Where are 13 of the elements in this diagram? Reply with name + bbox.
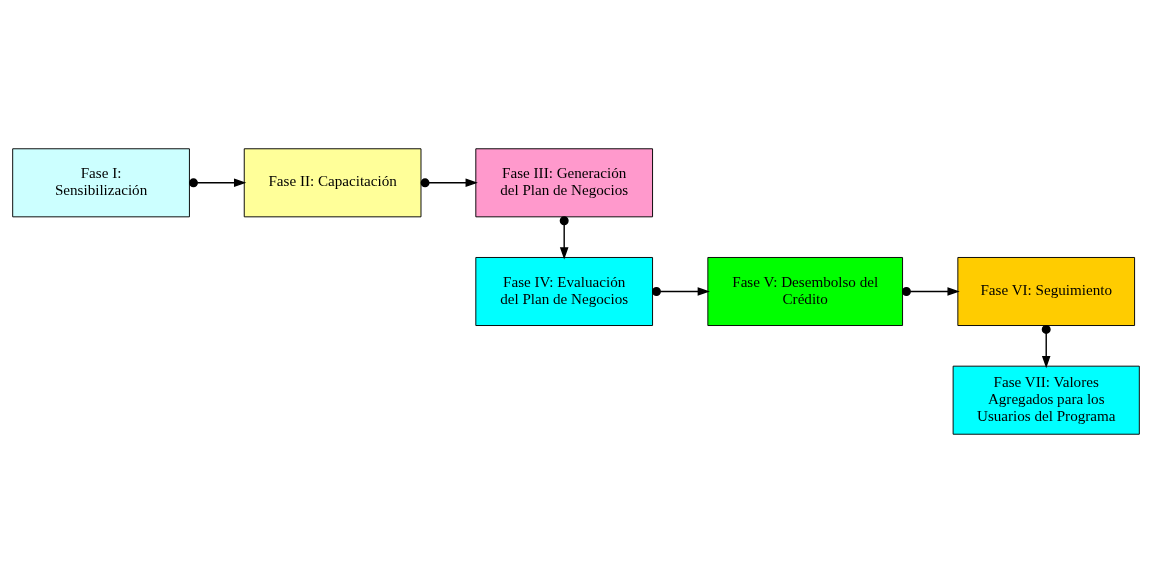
arrow xyxy=(420,177,478,187)
arrow xyxy=(559,215,569,260)
arrow xyxy=(651,286,710,296)
arrow xyxy=(189,177,247,187)
arrow xyxy=(1041,324,1051,368)
node-box: Fase V: Desembolso del Crédito xyxy=(707,256,904,326)
node-box: Fase VII: Valores Agregados para los Usuarios del Programa xyxy=(952,365,1140,435)
node-box: Fase VI: Seguimiento xyxy=(957,256,1136,326)
node-box: Fase II: Capacitación xyxy=(243,147,422,217)
node-box: Fase III: Generación del Plan de Negocios xyxy=(475,147,654,217)
arrow xyxy=(901,286,960,296)
node-box: Fase I: Sensibilización xyxy=(12,147,190,217)
node-box: Fase IV: Evaluación del Plan de Negocios xyxy=(475,256,654,326)
